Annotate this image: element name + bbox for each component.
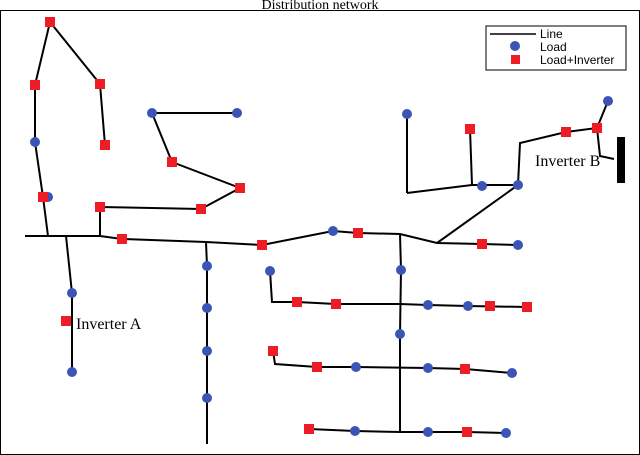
load-node: [507, 368, 517, 378]
load-node: [423, 427, 433, 437]
network-nodes: [30, 17, 613, 438]
legend: Line Load Load+Inverter: [485, 25, 627, 71]
load-node: [501, 428, 511, 438]
load-node: [463, 301, 473, 311]
load-node: [328, 226, 338, 236]
load-inverter-node: [100, 140, 110, 150]
diagram-title: Distribution network: [261, 0, 379, 13]
load-node: [477, 181, 487, 191]
legend-line-label: Line: [540, 27, 563, 41]
load-inverter-node: [477, 239, 487, 249]
inverter-b-label: Inverter B: [535, 153, 600, 170]
load-node: [350, 426, 360, 436]
load-inverter-node: [460, 364, 470, 374]
load-node: [395, 329, 405, 339]
load-inverter-node: [167, 157, 177, 167]
load-node: [423, 363, 433, 373]
load-node: [202, 261, 212, 271]
load-node: [513, 240, 523, 250]
load-inverter-node: [95, 79, 105, 89]
network-lines: [25, 19, 615, 444]
network-line: [436, 100, 609, 244]
load-inverter-node: [462, 427, 472, 437]
network-line: [399, 233, 403, 432]
load-inverter-node: [522, 302, 532, 312]
load-inverter-node: [268, 346, 278, 356]
network-line: [272, 350, 513, 374]
load-inverter-node: [331, 299, 341, 309]
load-inverter-node: [95, 202, 105, 212]
load-node: [603, 96, 613, 106]
load-node: [265, 266, 275, 276]
load-inverter-node: [292, 297, 302, 307]
network-line: [99, 112, 243, 236]
load-inverter-node: [196, 204, 206, 214]
load-node: [147, 108, 157, 118]
load-node: [67, 367, 77, 377]
load-inverter-node: [465, 124, 475, 134]
load-inverter-node: [38, 192, 48, 202]
load-inverter-node: [312, 362, 322, 372]
legend-load-label: Load: [540, 40, 567, 54]
network-line: [406, 128, 474, 194]
load-inverter-node: [257, 240, 267, 250]
legend-load-swatch: [510, 41, 520, 51]
load-inverter-node: [304, 424, 314, 434]
load-inverter-node: [353, 228, 363, 238]
load-node: [396, 265, 406, 275]
load-node: [67, 288, 77, 298]
load-inverter-node: [592, 123, 602, 133]
load-inverter-node: [117, 234, 127, 244]
load-node: [202, 393, 212, 403]
network-line: [205, 241, 208, 444]
network-line: [269, 270, 528, 308]
load-node: [423, 300, 433, 310]
legend-box: [485, 25, 627, 71]
load-inverter-node: [561, 127, 571, 137]
load-node: [202, 346, 212, 356]
load-node: [30, 137, 40, 147]
load-node: [232, 108, 242, 118]
load-node: [402, 109, 412, 119]
network-line: [34, 19, 106, 237]
load-node: [202, 303, 212, 313]
inverter-a-label: Inverter A: [76, 316, 142, 333]
load-inverter-node: [30, 80, 40, 90]
inverter-b-bar: [617, 137, 625, 183]
load-inverter-node: [235, 183, 245, 193]
load-inverter-node: [61, 316, 71, 326]
network-line: [25, 229, 519, 247]
legend-load-inverter-label: Load+Inverter: [540, 53, 614, 67]
load-inverter-node: [485, 301, 495, 311]
load-inverter-node: [45, 17, 55, 27]
load-node: [351, 362, 361, 372]
network-line: [596, 127, 615, 160]
network-line: [65, 235, 73, 372]
load-node: [513, 180, 523, 190]
network-line: [308, 428, 507, 434]
legend-load-inverter-swatch: [511, 55, 520, 64]
